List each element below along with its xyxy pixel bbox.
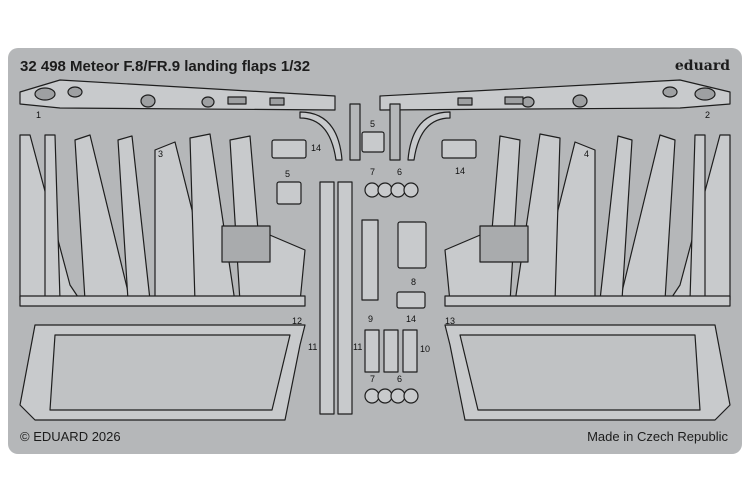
part-label-6-bottom: 6 (397, 374, 402, 384)
part-label-4: 4 (584, 149, 589, 159)
copyright-text: © EDUARD 2026 (20, 429, 121, 444)
part-14-bracket-right (441, 139, 477, 159)
part-4-rib (514, 133, 561, 303)
part-11-strip-right (337, 181, 353, 415)
part-1-outline (19, 79, 336, 111)
part-11-strip-left (319, 181, 335, 415)
part-7-ring (364, 182, 380, 198)
part-10-frame (383, 329, 399, 373)
part-1-slot (227, 96, 247, 105)
part-label-5-left: 5 (285, 169, 290, 179)
part-8-block (397, 221, 427, 269)
part-12-inner (49, 334, 291, 411)
part-label-11-left: 11 (308, 342, 317, 352)
part-label-2: 2 (705, 110, 710, 120)
part-9-bracket (361, 219, 379, 301)
part-5-bracket-top (361, 131, 385, 153)
part-3-rib-frame (19, 133, 306, 307)
part-1-slot (269, 97, 285, 106)
part-2-hole (572, 94, 588, 108)
part-14-bracket-left (271, 139, 307, 159)
part-6-7-rings-bottom (364, 388, 419, 404)
part-6-ring (390, 388, 406, 404)
part-label-14-right: 14 (455, 166, 465, 176)
part-label-14-center: 14 (406, 314, 416, 324)
part-label-5-top: 5 (370, 119, 375, 129)
part-7-ring (377, 182, 393, 198)
origin-text: Made in Czech Republic (587, 429, 728, 444)
part-label-3: 3 (158, 149, 163, 159)
part-6-ring (403, 182, 419, 198)
part-12-flap-panel (19, 324, 306, 421)
part-label-10: 10 (420, 344, 430, 354)
part-4-panel (479, 225, 529, 263)
part-13-flap-panel (444, 324, 731, 421)
part-10-frame (402, 329, 418, 373)
brand-logo-text: eduard (674, 58, 730, 74)
part-6-7-rings-top (364, 182, 419, 198)
part-13-inner (459, 334, 701, 411)
part-3-panel (221, 225, 271, 263)
part-1-hole (67, 86, 83, 98)
part-2-hole (694, 87, 716, 101)
center-arch-left (299, 111, 343, 161)
part-label-11-right: 11 (353, 342, 362, 352)
part-3-rib (189, 133, 236, 303)
part-label-13: 13 (445, 316, 455, 326)
part-2-slot (504, 96, 524, 105)
part-1-hole (34, 87, 56, 101)
part-label-12: 12 (292, 316, 302, 326)
part-label-7-bottom: 7 (370, 374, 375, 384)
part-6-ring (403, 388, 419, 404)
part-label-7-top: 7 (370, 167, 375, 177)
part-3-base (19, 295, 306, 307)
part-4-rib-frame (444, 133, 731, 307)
part-2-hole (521, 96, 535, 108)
center-arch-right (407, 111, 451, 161)
part-label-6-top: 6 (397, 167, 402, 177)
part-4-rib (444, 135, 521, 303)
part-1-hole (201, 96, 215, 108)
part-7-ring (377, 388, 393, 404)
center-bridge-right (389, 103, 401, 161)
part-2-slot (457, 97, 473, 106)
part-2-hole (662, 86, 678, 98)
part-1-flap-strip (19, 79, 336, 111)
part-label-8: 8 (411, 277, 416, 287)
part-5-bracket-left (276, 181, 302, 205)
part-14-bracket-center (396, 291, 426, 309)
part-label-9: 9 (368, 314, 373, 324)
part-2-flap-strip (379, 79, 731, 111)
part-4-base (444, 295, 731, 307)
part-10-frame (364, 329, 380, 373)
center-bridge-left (349, 103, 361, 161)
part-3-rib (44, 134, 61, 301)
part-3-rib (229, 135, 306, 303)
part-label-14-left: 14 (311, 143, 321, 153)
part-2-outline (379, 79, 731, 111)
part-1-hole (140, 94, 156, 108)
part-7-ring (364, 388, 380, 404)
part-label-1: 1 (36, 110, 41, 120)
part-6-ring (390, 182, 406, 198)
sheet-title: 32 498 Meteor F.8/FR.9 landing flaps 1/3… (20, 58, 311, 75)
part-4-rib (689, 134, 706, 301)
